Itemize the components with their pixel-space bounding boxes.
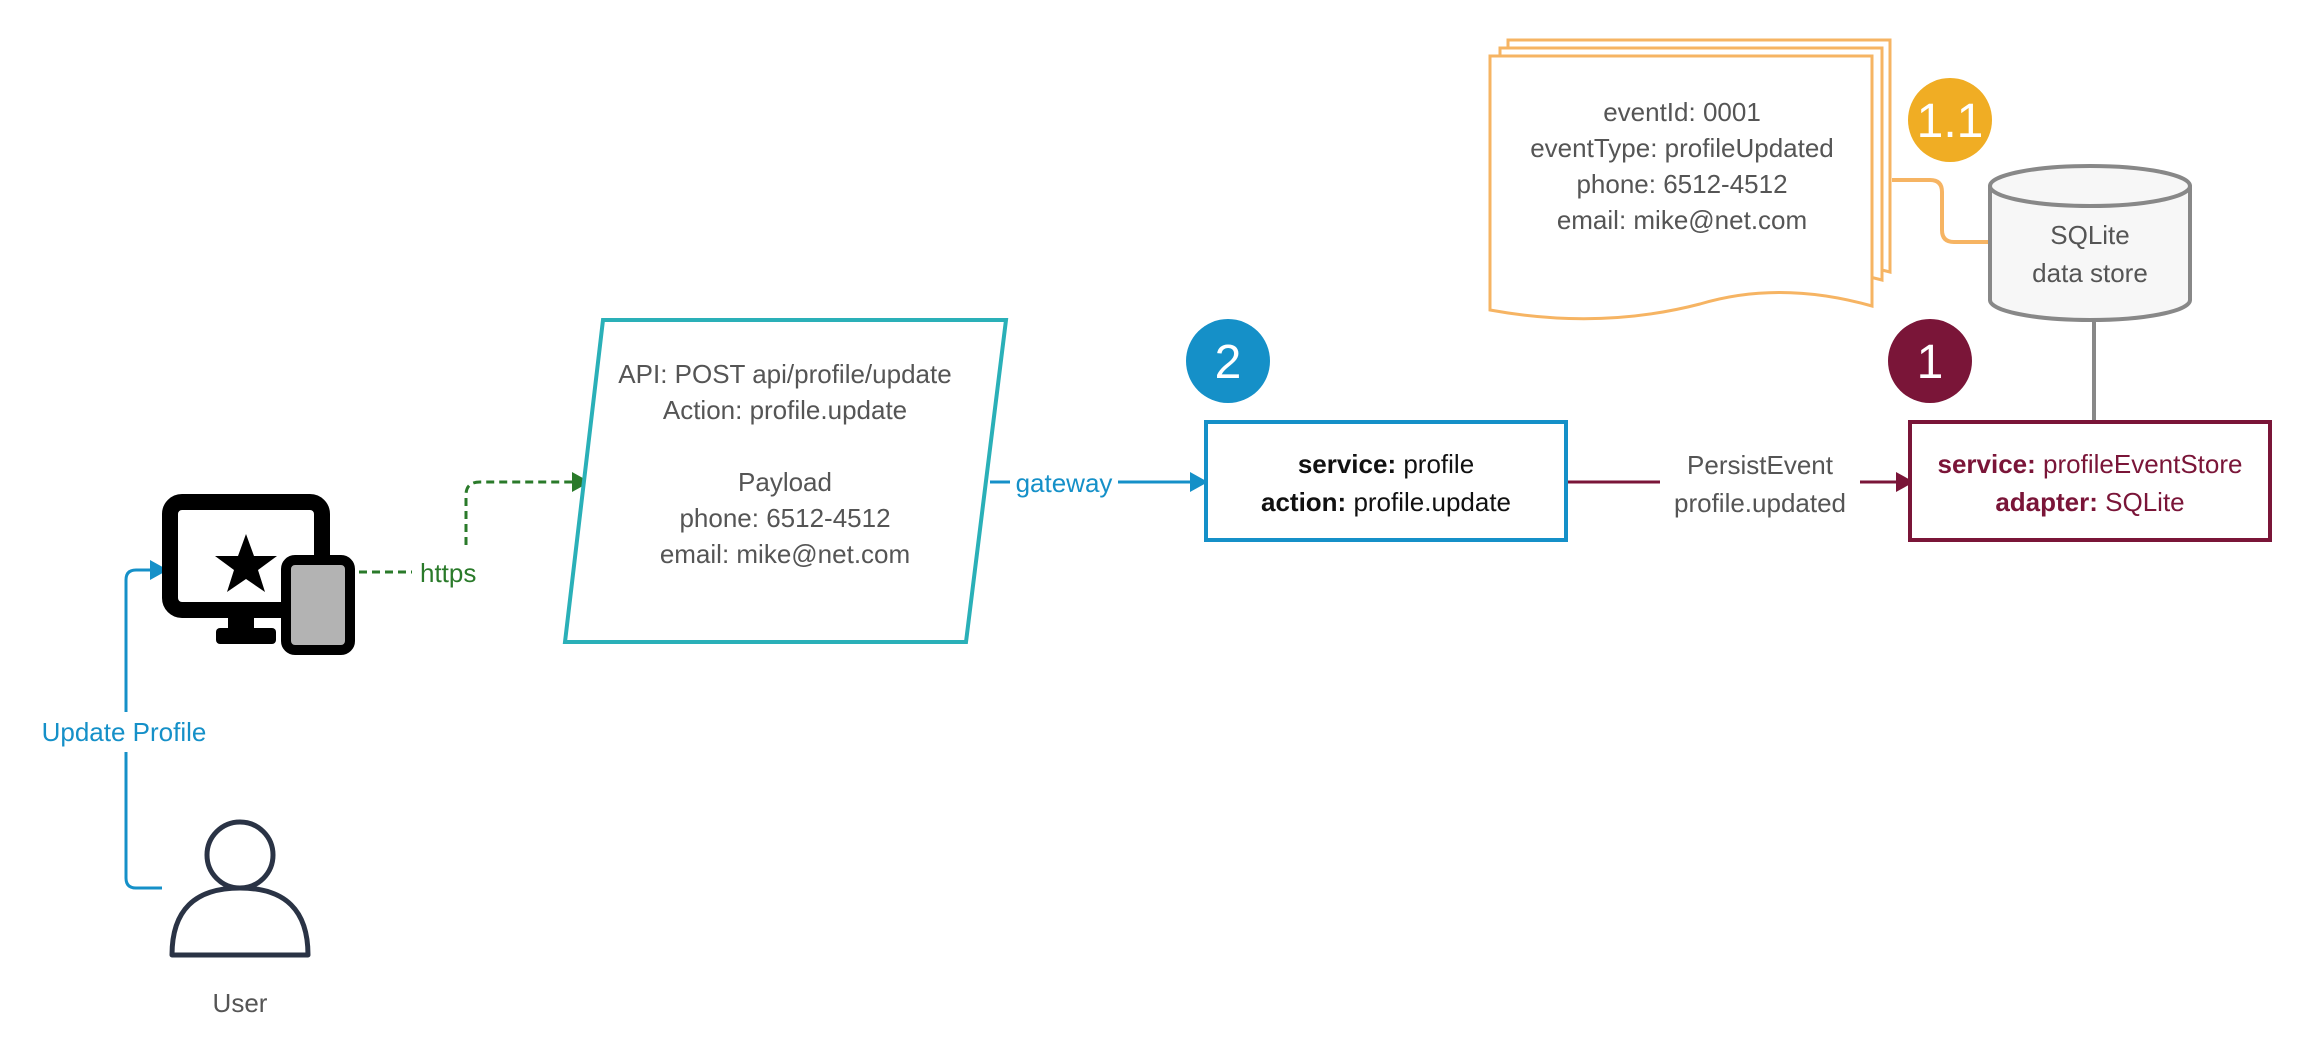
step-badge-1: 1 bbox=[1888, 319, 1972, 403]
svg-text:action: profile.update: action: profile.update bbox=[1261, 487, 1511, 517]
api-line5: email: mike@net.com bbox=[660, 539, 910, 569]
db-line2: data store bbox=[2032, 258, 2148, 288]
action-key: action: bbox=[1261, 487, 1346, 517]
event-line1: eventId: 0001 bbox=[1603, 97, 1761, 127]
step-badge-1-1: 1.1 bbox=[1908, 78, 1992, 162]
update-profile-arrowhead bbox=[150, 560, 168, 580]
svg-text:2: 2 bbox=[1215, 336, 1242, 389]
service-key: service: bbox=[1298, 449, 1396, 479]
https-arrowhead bbox=[572, 472, 590, 492]
event-line3: phone: 6512-4512 bbox=[1576, 169, 1787, 199]
store-service-key: service: bbox=[1938, 449, 2036, 479]
svg-text:service: profileEventStore: service: profileEventStore bbox=[1938, 449, 2243, 479]
api-line3: Payload bbox=[738, 467, 832, 497]
svg-text:1: 1 bbox=[1917, 336, 1944, 389]
document-stack-icon: eventId: 0001 eventType: profileUpdated … bbox=[1488, 38, 1892, 321]
persist-label-line2: profile.updated bbox=[1674, 488, 1846, 518]
gateway-label: gateway bbox=[1016, 468, 1113, 498]
gateway-arrowhead bbox=[1190, 472, 1208, 492]
https-label: https bbox=[420, 558, 476, 588]
store-adapter-key: adapter: bbox=[1995, 487, 2098, 517]
user-label: User bbox=[213, 988, 268, 1018]
phone-icon bbox=[281, 555, 355, 655]
api-line1: API: POST api/profile/update bbox=[618, 359, 951, 389]
svg-text:service: profile: service: profile bbox=[1298, 449, 1474, 479]
step-badge-2: 2 bbox=[1186, 319, 1270, 403]
store-service-value: profileEventStore bbox=[2036, 449, 2243, 479]
persist-label-line1: PersistEvent bbox=[1687, 450, 1834, 480]
store-adapter-value: SQLite bbox=[2098, 487, 2185, 517]
event-line4: email: mike@net.com bbox=[1557, 205, 1807, 235]
api-line2: Action: profile.update bbox=[663, 395, 907, 425]
event-db-connector bbox=[1892, 178, 1990, 244]
profile-service-box: service: profile action: profile.update bbox=[1204, 420, 1568, 542]
api-line4: phone: 6512-4512 bbox=[679, 503, 890, 533]
user-icon bbox=[169, 819, 311, 958]
update-profile-label: Update Profile bbox=[42, 717, 207, 747]
database-icon: SQLite data store bbox=[1988, 164, 2192, 322]
action-value: profile.update bbox=[1346, 487, 1511, 517]
https-connector-up bbox=[464, 480, 574, 545]
db-line1: SQLite bbox=[2050, 220, 2130, 250]
event-store-box: service: profileEventStore adapter: SQLi… bbox=[1908, 420, 2272, 542]
api-request-box: API: POST api/profile/update Action: pro… bbox=[562, 318, 1009, 644]
persist-arrowhead bbox=[1896, 472, 1914, 492]
svg-text:adapter: SQLite: adapter: SQLite bbox=[1995, 487, 2184, 517]
event-line2: eventType: profileUpdated bbox=[1530, 133, 1834, 163]
service-value: profile bbox=[1396, 449, 1474, 479]
svg-text:1.1: 1.1 bbox=[1917, 95, 1984, 148]
